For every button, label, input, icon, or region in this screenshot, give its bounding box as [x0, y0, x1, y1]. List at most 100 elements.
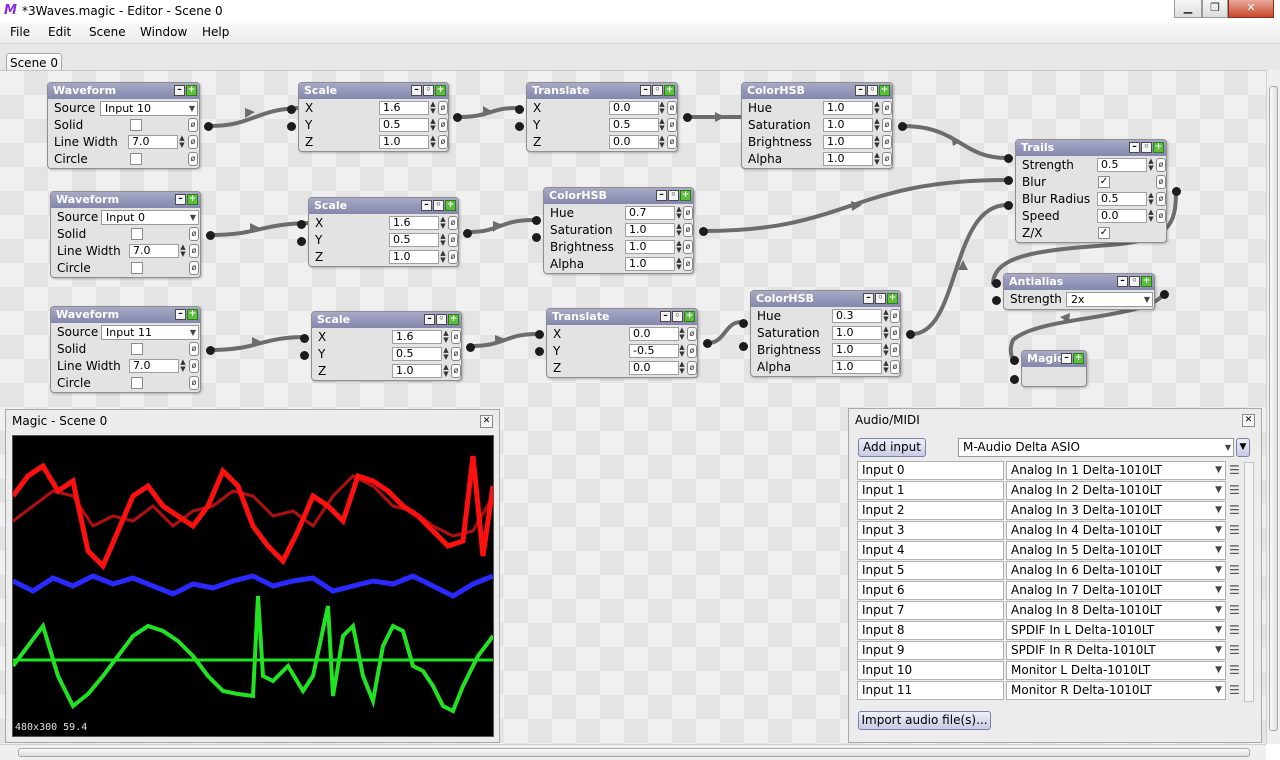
output-port[interactable] [1160, 290, 1169, 299]
input-port[interactable] [515, 122, 524, 131]
y-input[interactable]: 0.5 [379, 118, 429, 132]
input-port[interactable] [535, 330, 544, 339]
collapse-icon[interactable]: – [175, 194, 186, 205]
horizontal-scrollbar[interactable] [0, 744, 1266, 760]
spinner-icon[interactable]: ▲▼ [883, 308, 889, 323]
x-input[interactable]: 1.6 [389, 216, 439, 230]
row-menu-icon[interactable]: ☰ [1229, 523, 1240, 537]
output-port[interactable] [898, 122, 907, 131]
spinner-icon[interactable]: ▲▼ [443, 363, 449, 378]
row-menu-icon[interactable]: ☰ [1229, 583, 1240, 597]
circle-checkbox[interactable] [130, 153, 142, 165]
input-name-field[interactable]: Input 7 [857, 601, 1004, 620]
input-name-field[interactable]: Input 2 [857, 501, 1004, 520]
strength-input[interactable]: 0.5 [1097, 158, 1147, 172]
solid-checkbox[interactable] [130, 119, 142, 131]
node-header[interactable]: Scale –◦+ [312, 312, 461, 328]
link-icon[interactable]: ø [882, 101, 892, 115]
collapse-icon[interactable]: – [421, 200, 432, 211]
row-menu-icon[interactable]: ☰ [1229, 463, 1240, 477]
input-port[interactable] [739, 319, 748, 328]
node-header[interactable]: Magic –+ [1022, 351, 1086, 367]
blur-checkbox[interactable]: ✓ [1098, 176, 1110, 188]
brightness-input[interactable]: 1.0 [832, 343, 882, 357]
preview-icon[interactable]: ◦ [867, 85, 878, 96]
input-port[interactable] [739, 342, 748, 351]
node-header[interactable]: Scale –◦+ [309, 198, 458, 214]
saturation-input[interactable]: 1.0 [832, 326, 882, 340]
circle-checkbox[interactable] [131, 262, 143, 274]
y-input[interactable]: 0.5 [392, 347, 442, 361]
source-select[interactable]: Input 0▼ [101, 210, 199, 225]
alpha-input[interactable]: 1.0 [823, 152, 873, 166]
x-input[interactable]: 1.6 [379, 101, 429, 115]
row-menu-icon[interactable]: ☰ [1229, 683, 1240, 697]
node-header[interactable]: Waveform –+ [48, 83, 199, 99]
node-header[interactable]: Translate –◦+ [527, 83, 677, 99]
input-name-field[interactable]: Input 9 [857, 641, 1004, 660]
input-port[interactable] [300, 351, 309, 360]
enable-icon[interactable]: + [879, 85, 890, 96]
line-width-input[interactable]: 7.0 [129, 244, 179, 258]
import-audio-button[interactable]: Import audio file(s)... [858, 711, 991, 730]
link-icon[interactable]: ø [667, 118, 677, 132]
preview-icon[interactable]: ◦ [1129, 276, 1140, 287]
input-port[interactable] [992, 296, 1001, 305]
input-port[interactable] [1010, 375, 1019, 384]
link-icon[interactable]: ø [1156, 192, 1166, 206]
link-icon[interactable]: ø [890, 343, 900, 357]
link-icon[interactable]: ø [667, 135, 677, 149]
x-input[interactable]: 0.0 [609, 101, 659, 115]
output-port[interactable] [206, 231, 215, 240]
hue-input[interactable]: 0.7 [625, 206, 675, 220]
output-port[interactable] [463, 229, 472, 238]
enable-icon[interactable]: + [684, 311, 695, 322]
input-name-field[interactable]: Input 4 [857, 541, 1004, 560]
alpha-input[interactable]: 1.0 [625, 257, 675, 271]
link-icon[interactable]: ø [438, 118, 448, 132]
output-port[interactable] [453, 113, 462, 122]
row-menu-icon[interactable]: ☰ [1229, 603, 1240, 617]
saturation-input[interactable]: 1.0 [625, 223, 675, 237]
output-port[interactable] [206, 346, 215, 355]
row-menu-icon[interactable]: ☰ [1229, 563, 1240, 577]
spinner-icon[interactable]: ▲▼ [430, 117, 436, 132]
row-menu-icon[interactable]: ☰ [1229, 643, 1240, 657]
x-input[interactable]: 1.6 [392, 330, 442, 344]
node-header[interactable]: ColorHSB –◦+ [751, 291, 900, 307]
link-icon[interactable]: ø [438, 101, 448, 115]
input-name-field[interactable]: Input 3 [857, 521, 1004, 540]
enable-icon[interactable]: + [448, 314, 459, 325]
output-port[interactable] [699, 227, 708, 236]
spinner-icon[interactable]: ▲▼ [440, 215, 446, 230]
input-channel-select[interactable]: Monitor R Delta-1010LT▼ [1006, 681, 1226, 700]
row-menu-icon[interactable]: ☰ [1229, 663, 1240, 677]
link-icon[interactable]: ø [890, 309, 900, 323]
y-input[interactable]: 0.5 [389, 233, 439, 247]
link-icon[interactable]: ø [890, 326, 900, 340]
spinner-icon[interactable]: ▲▼ [430, 100, 436, 115]
node-header[interactable]: Trails –◦+ [1016, 140, 1166, 156]
collapse-icon[interactable]: – [1117, 276, 1128, 287]
enable-icon[interactable]: + [186, 85, 197, 96]
input-port[interactable] [1010, 356, 1019, 365]
audio-device-select[interactable]: M-Audio Delta ASIO▼ [958, 438, 1234, 457]
spinner-icon[interactable]: ▲▼ [659, 100, 665, 115]
link-icon[interactable]: ø [1156, 175, 1166, 189]
link-icon[interactable]: ø [687, 344, 697, 358]
enable-icon[interactable]: + [187, 194, 198, 205]
preview-icon[interactable]: ◦ [875, 293, 886, 304]
spinner-icon[interactable]: ▲▼ [679, 360, 685, 375]
link-icon[interactable]: ø [882, 118, 892, 132]
preview-icon[interactable]: ◦ [672, 311, 683, 322]
link-icon[interactable]: ø [1156, 158, 1166, 172]
z-input[interactable]: 1.0 [379, 135, 429, 149]
link-icon[interactable]: ø [189, 376, 199, 390]
